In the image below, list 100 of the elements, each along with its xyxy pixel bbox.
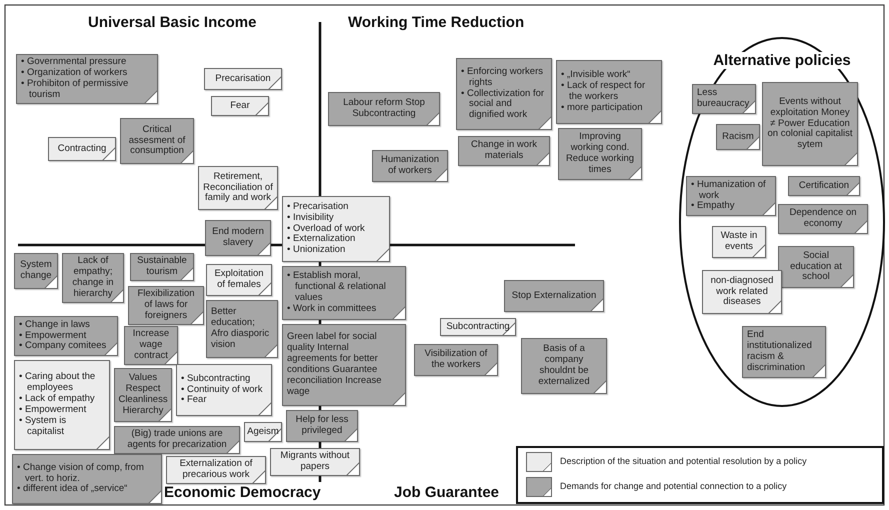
quadrant-title: Universal Basic Income bbox=[88, 14, 256, 31]
sticky-note bbox=[778, 246, 854, 288]
sticky-note bbox=[440, 318, 516, 336]
note-text: • Fear bbox=[181, 395, 208, 406]
note-text: Fear bbox=[230, 100, 250, 112]
note-text: Precarisation bbox=[215, 74, 271, 84]
sticky-note bbox=[114, 426, 240, 454]
sticky-note bbox=[414, 344, 498, 376]
note-text: Flexibilization of laws for foreigners bbox=[136, 289, 196, 322]
sticky-note bbox=[742, 326, 826, 378]
note-text: • Precarisation bbox=[287, 202, 350, 213]
note-text: Retirement, Reconciliation of family and work bbox=[203, 172, 273, 204]
note-text: Sustainable tourism bbox=[136, 256, 188, 278]
sticky-note bbox=[521, 338, 607, 394]
sticky-note bbox=[128, 286, 204, 325]
note-text: Change in work materials bbox=[470, 140, 538, 162]
sticky-note bbox=[328, 92, 440, 126]
note-text: End institutionalized racism & discrimination bbox=[747, 330, 813, 374]
note-text: Humanization of workers bbox=[380, 155, 440, 177]
sticky-note bbox=[206, 300, 278, 358]
sticky-note bbox=[372, 150, 448, 182]
note-text: • „Invisible work“ bbox=[561, 70, 632, 81]
note-text: Stop Externalization bbox=[512, 290, 596, 302]
sticky-note bbox=[702, 270, 782, 314]
sticky-note bbox=[286, 410, 358, 442]
sticky-note bbox=[692, 84, 756, 114]
sticky-note bbox=[12, 454, 162, 504]
sticky-note bbox=[14, 360, 110, 450]
note-text: • Subcontracting bbox=[181, 374, 252, 385]
note-text: System change bbox=[19, 260, 53, 282]
note-text: • System is capitalist bbox=[19, 416, 68, 438]
note-text: Basis of a company shouldnt be externalized bbox=[537, 344, 591, 388]
note-text: Labour reform Stop Subcontracting bbox=[342, 98, 426, 120]
sticky-note bbox=[556, 60, 662, 124]
sticky-note bbox=[282, 196, 390, 262]
note-text: Waste in events bbox=[720, 231, 758, 253]
note-text: Externalization of precarious work bbox=[178, 459, 254, 481]
note-text: • Continuity of work bbox=[181, 384, 264, 396]
note-text: Better education; Afro diasporic vision bbox=[211, 307, 270, 351]
sticky-note bbox=[16, 54, 158, 104]
note-text: • Organization of workers bbox=[21, 68, 128, 79]
note-text: • Empowerment bbox=[19, 330, 88, 341]
sticky-note bbox=[270, 448, 360, 476]
sticky-note bbox=[205, 220, 271, 256]
sticky-note bbox=[788, 176, 860, 196]
note-text: Improving working cond. Reduce working times bbox=[564, 132, 636, 176]
note-text: Help for less privileged bbox=[294, 415, 350, 437]
note-text: Contracting bbox=[58, 144, 106, 154]
sticky-note bbox=[504, 280, 604, 312]
note-text: • Change vision of comp, from vert. to horiz. bbox=[17, 462, 145, 484]
note-text: • Humanization of work bbox=[691, 180, 767, 201]
note-text: Migrants without papers bbox=[279, 451, 351, 473]
note-text: Critical assesment of consumption bbox=[128, 124, 186, 158]
note-text: Green label for social quality Internal agreements for better conditions Guarantee reconciliation Increase wage bbox=[287, 332, 383, 398]
quadrant-title: Working Time Reduction bbox=[348, 14, 524, 31]
sticky-note bbox=[716, 124, 760, 150]
note-text: Exploitation of females bbox=[213, 269, 265, 291]
note-text: Lack of empathy; change in hierarchy bbox=[71, 256, 115, 300]
sticky-note bbox=[14, 253, 58, 289]
note-text: Increase wage contract bbox=[132, 329, 170, 362]
note-text: • different idea of „service“ bbox=[17, 484, 128, 496]
note-text: Events without exploitation Money ≠ Power Education on colonial capitalist sytem bbox=[767, 96, 853, 152]
sticky-note bbox=[124, 326, 178, 365]
note-text: Ageism bbox=[247, 426, 279, 438]
note-text: • Overload of work bbox=[287, 224, 366, 234]
note-text: non-diagnosed work related diseases bbox=[710, 276, 774, 308]
note-text: Subcontracting bbox=[446, 322, 510, 332]
note-text: Certification bbox=[798, 180, 850, 192]
sticky-note bbox=[712, 226, 766, 258]
note-text: (Big) trade unions are agents for precarization bbox=[126, 429, 228, 451]
note-text: • Change in laws bbox=[19, 320, 91, 331]
sticky-note bbox=[211, 96, 269, 116]
note-text: • Work in committees bbox=[287, 304, 378, 315]
note-text: • Prohibiton of permissive tourism bbox=[21, 78, 130, 101]
note-text: Less bureaucracy bbox=[697, 88, 750, 110]
sticky-note bbox=[120, 118, 194, 164]
sticky-note bbox=[458, 136, 550, 166]
group-title: Alternative policies bbox=[711, 52, 853, 69]
legend-text: Demands for change and potential connection to a policy bbox=[560, 481, 787, 491]
note-text: • Collectivization for social and dignified work bbox=[461, 88, 546, 122]
sticky-note bbox=[204, 68, 282, 90]
ellipse-group bbox=[678, 36, 886, 408]
sticky-note bbox=[48, 137, 116, 161]
sticky-note bbox=[166, 456, 266, 484]
note-text: • Externalization bbox=[287, 234, 356, 245]
sticky-note bbox=[206, 264, 272, 296]
note-text: Visibilization of the workers bbox=[424, 349, 488, 371]
note-text: • Empathy bbox=[691, 201, 736, 212]
note-text: Dependence on economy bbox=[788, 208, 858, 230]
note-text: • Enforcing workers rights bbox=[461, 66, 544, 89]
sticky-note bbox=[176, 364, 272, 416]
note-text: • Governmental pressure bbox=[21, 57, 128, 68]
sticky-note bbox=[198, 166, 278, 210]
sticky-note bbox=[282, 266, 406, 320]
sticky-note bbox=[456, 58, 552, 130]
note-text: • Company comitees bbox=[19, 341, 108, 352]
note-text: • more participation bbox=[561, 102, 644, 114]
note-text: • Empowerment bbox=[19, 405, 88, 416]
sticky-note bbox=[14, 316, 118, 356]
sticky-note bbox=[130, 253, 194, 281]
